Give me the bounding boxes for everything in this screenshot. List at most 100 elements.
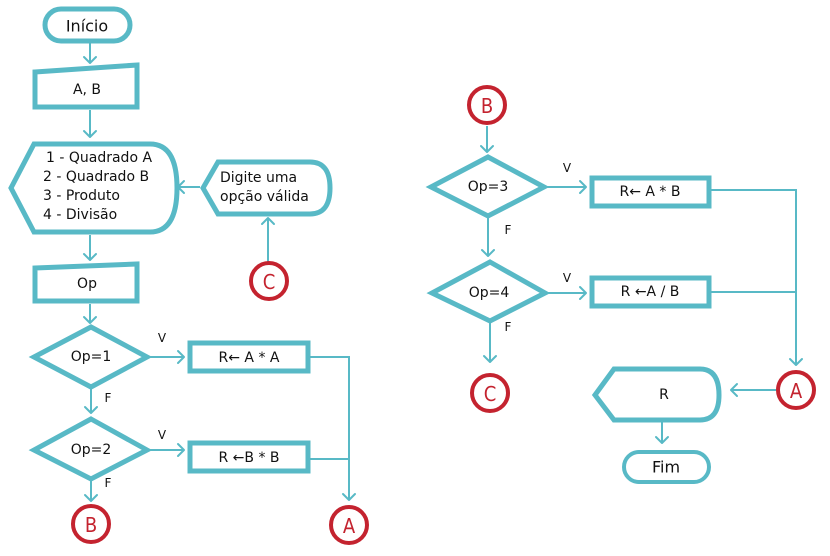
arrowhead-icon [483, 355, 497, 363]
decision-op2-shape [28, 416, 153, 482]
arrow-dec3-true [545, 180, 587, 194]
arrow-dec4-true [546, 286, 587, 300]
input-ab-label: A, B [73, 82, 101, 98]
connector-circle [329, 505, 369, 545]
merge-to-a-left [310, 356, 356, 501]
output-r-label: R [659, 387, 669, 403]
branch-true-label: V [563, 161, 572, 175]
arrow-c-to-invalid [261, 217, 275, 262]
arrowhead-icon [177, 443, 185, 457]
arrowhead-icon [261, 217, 275, 225]
arrow-b-to-dec3 [480, 126, 494, 153]
menu-display-shape [8, 141, 180, 235]
connector-circle [470, 373, 510, 413]
input-op: Op [32, 261, 140, 304]
connector-c-left: C [249, 261, 289, 301]
end-terminal-shape [622, 450, 711, 484]
branch-false-label: F [105, 476, 112, 490]
process-product-shape [589, 175, 712, 209]
input-ab: A, B [32, 62, 140, 110]
decision-op1-label: Op=1 [71, 349, 112, 365]
branch-false-label: F [505, 223, 512, 237]
connector-c-bottom: C [470, 373, 510, 413]
process-a-squared-shape [187, 340, 311, 374]
connector-b-top: B [467, 85, 507, 125]
connector-a-bottom: A [329, 505, 369, 545]
process-division-label: R ←A / B [621, 284, 680, 300]
connector-label: A [343, 514, 356, 538]
arrowhead-icon [342, 493, 356, 501]
process-b-squared-shape [187, 440, 311, 474]
branch-true-label: V [563, 271, 572, 285]
decision-op4-label: Op=4 [469, 285, 510, 301]
arrow-menu-to-op [83, 235, 97, 261]
start-terminal-shape [42, 6, 133, 44]
arrowhead-icon [83, 56, 97, 64]
flow-line [711, 189, 797, 365]
flow-line [310, 356, 350, 500]
arrowhead-icon [83, 253, 97, 261]
arrowhead-icon [481, 249, 495, 257]
decision-op2: Op=2 [28, 416, 153, 482]
end-label: Fim [652, 458, 680, 477]
arrow-dec1-true [148, 350, 185, 364]
output-r-shape [591, 366, 722, 423]
process-a-squared: R← A * A [187, 340, 311, 374]
arrow-dec4-false [483, 323, 497, 363]
process-product-label: R← A * B [620, 184, 681, 200]
menu-display: 1 - Quadrado A 2 - Quadrado B 3 - Produt… [8, 141, 180, 235]
menu-line-4: 4 - Divisão [43, 207, 117, 223]
input-op-label: Op [77, 276, 97, 292]
branch-false-label: F [105, 391, 112, 405]
connector-label: B [481, 94, 493, 118]
input-op-shape [32, 261, 140, 304]
arrowhead-icon [83, 130, 97, 138]
process-a-squared-label: R← A * A [219, 350, 280, 366]
branch-true-label: V [158, 428, 167, 442]
arrow-input-to-menu [83, 110, 97, 138]
connector-label: B [85, 513, 97, 537]
connector-circle [467, 85, 507, 125]
arrow-invalid-to-menu [177, 180, 200, 194]
connector-a-right: A [776, 370, 816, 410]
arrowhead-icon [84, 494, 98, 502]
menu-line-1: 1 - Quadrado A [46, 150, 152, 166]
arrow-output-to-end [655, 422, 669, 444]
merge-to-a-right [711, 189, 803, 366]
decision-op1-shape [28, 324, 153, 390]
connector-circle [249, 261, 289, 301]
decision-op3: Op=3 [425, 154, 550, 219]
arrow-dec1-false [84, 389, 98, 414]
arrow-a-to-output [730, 383, 776, 397]
arrowhead-icon [730, 383, 738, 397]
decision-op1: Op=1 [28, 324, 153, 390]
arrow-start-to-input [83, 43, 97, 64]
process-b-squared: R ←B * B [187, 440, 311, 474]
start-label: Início [66, 17, 108, 36]
branch-false-label: F [505, 320, 512, 334]
process-division-shape [589, 275, 712, 309]
connector-label: C [484, 382, 497, 406]
invalid-line-1: Digite uma [220, 170, 297, 186]
menu-line-2: 2 - Quadrado B [43, 169, 149, 185]
decision-op4: Op=4 [426, 259, 551, 324]
arrow-dec2-false [84, 481, 98, 502]
arrowhead-icon [579, 180, 587, 194]
arrowhead-icon [177, 350, 185, 364]
process-b-squared-label: R ←B * B [218, 450, 279, 466]
invalid-option-display: Digite uma opção válida [200, 159, 333, 217]
decision-op4-shape [426, 259, 551, 324]
process-product: R← A * B [589, 175, 712, 209]
arrow-dec2-true [148, 443, 185, 457]
arrowhead-icon [480, 145, 494, 153]
arrow-op-to-dec1 [83, 304, 97, 324]
arrowhead-icon [789, 358, 803, 366]
output-r-display: R [591, 366, 722, 423]
connector-circle [776, 370, 816, 410]
arrowhead-icon [655, 436, 669, 444]
start-terminal: Início [42, 6, 133, 44]
decision-op3-shape [425, 154, 550, 219]
arrow-dec3-false [481, 218, 495, 257]
arrowhead-icon [177, 180, 185, 194]
